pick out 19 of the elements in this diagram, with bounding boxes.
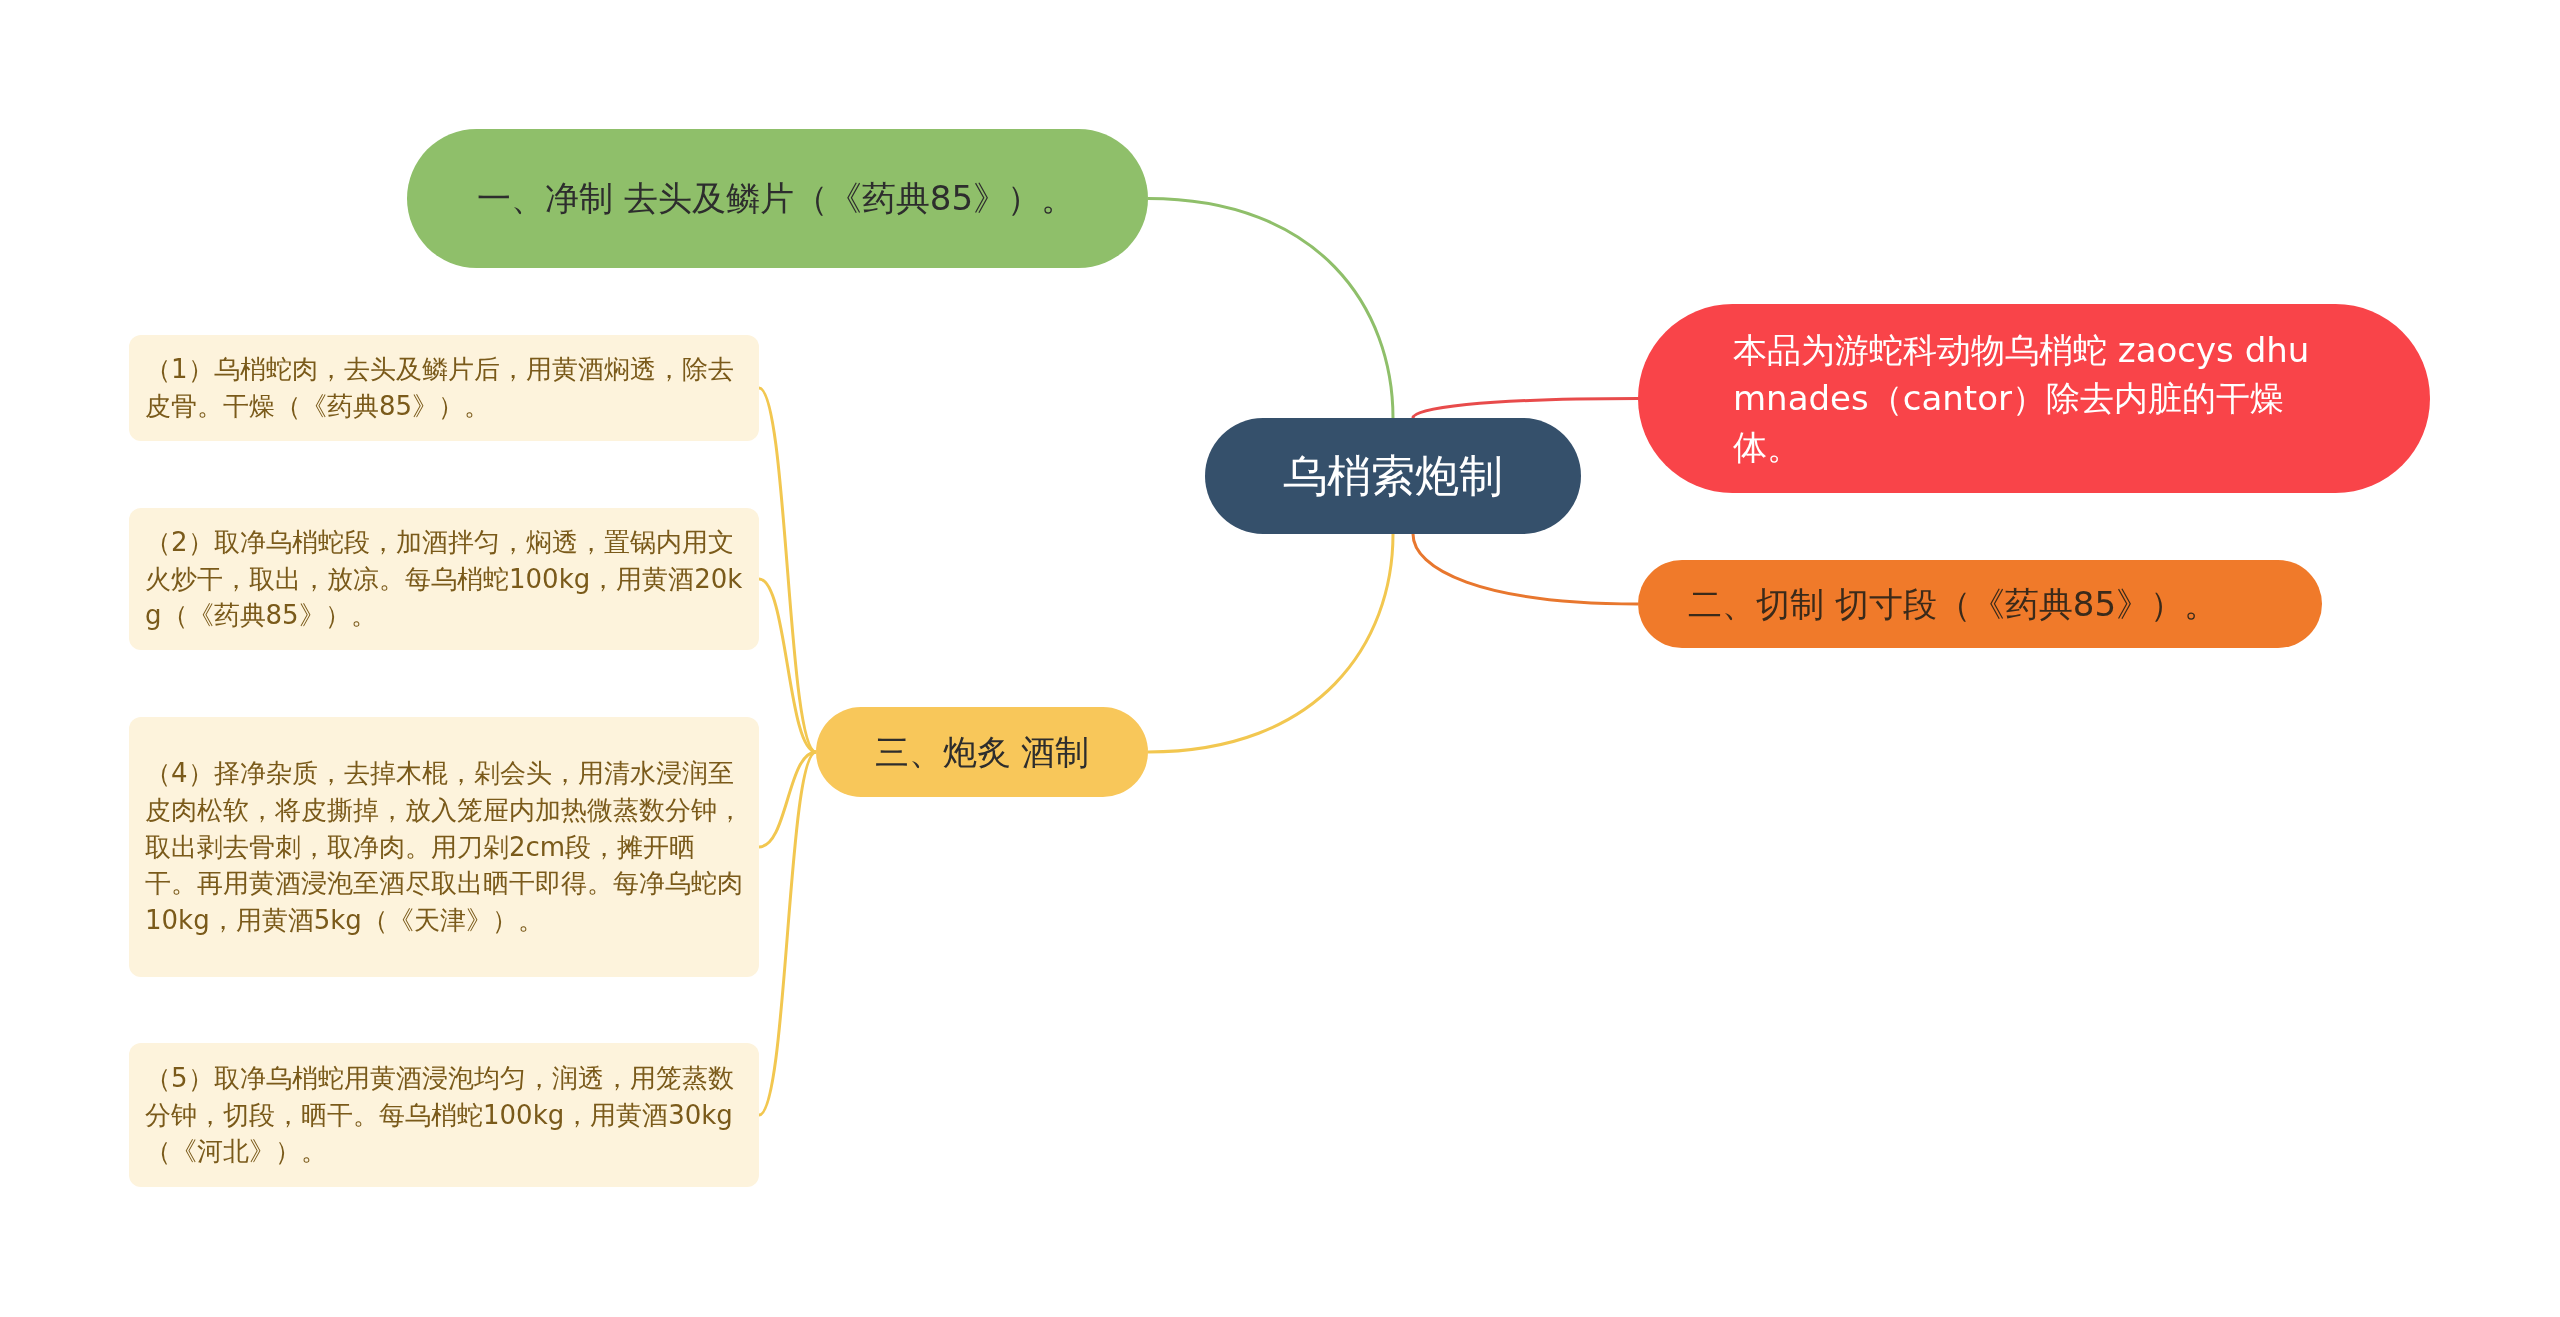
topic-text: （1）乌梢蛇肉，去头及鳞片后，用黄酒焖透，除去皮骨。干燥（《药典85》）。 [145,353,735,423]
connector-line [1147,197,1395,419]
connector-line [1411,533,1639,606]
topic-text: 乌梢索炮制 [1282,448,1504,503]
topic-text: 二、切制 切寸段（《药典85》）。 [1688,582,2220,626]
connector-line [757,751,818,1116]
connector-line [758,577,817,754]
topic-text: （5）取净乌梢蛇用黄酒浸泡均匀，润透，用笼蒸数分钟，切段，晒干。每乌梢蛇100kg，用黄酒30kg（《河北》）。 [145,1061,735,1169]
connector-line [1411,397,1638,419]
topic-text: （2）取净乌梢蛇段，加酒拌匀，焖透，置锅内用文火炒干，取出，放凉。每乌梢蛇100kg，用黄酒20kg（《药典85》）。 [145,525,744,633]
topic-text: 本品为游蛇科动物乌梢蛇 zaocys dhumnades（cantor）除去内脏的干燥体。 [1733,329,2311,469]
connector-line [1147,533,1395,754]
subtopic-card [129,335,759,441]
subtopic-card [129,1043,759,1187]
topic-text: （4）择净杂质，去掉木棍，剁会头，用清水浸润至皮肉松软，将皮撕掉，放入笼屉内加热微蒸数分钟，取出剥去骨刺，取净肉。用刀剁2cm段，摊开晒干。再用黄酒浸泡至酒尽取出晒干即得。每净乌蛇肉10kg，用黄酒5kg（《天津》）。 [145,756,744,938]
topic-text: 一、净制 去头及鳞片（《药典85》）。 [477,177,1077,221]
topic-text: 三、炮炙 酒制 [873,730,1091,774]
subtopic-card [129,717,759,977]
subtopic-card [129,508,759,650]
